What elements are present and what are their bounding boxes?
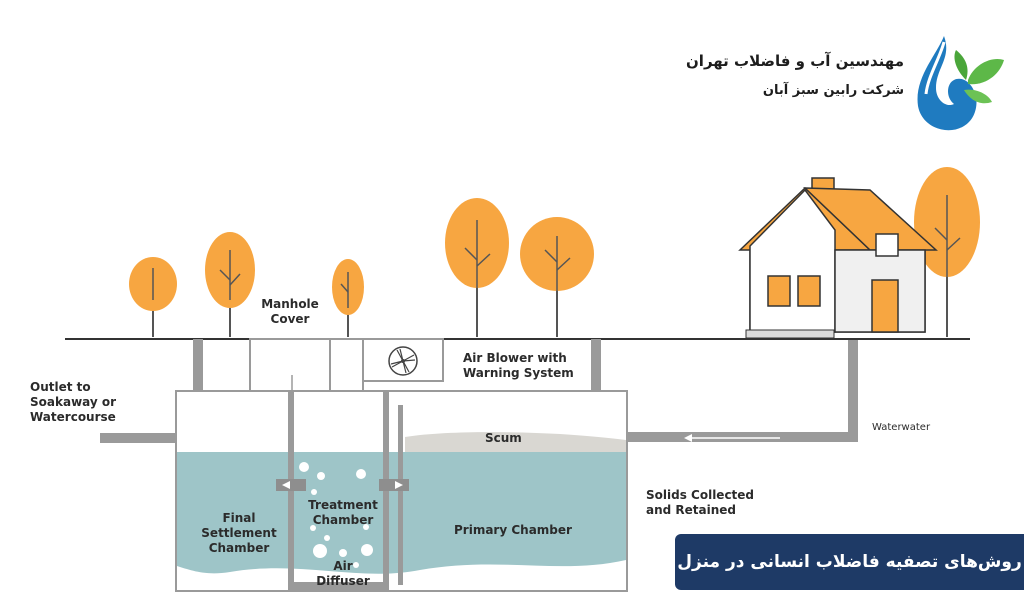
brand-subtitle: شرکت رابین سبز آبان [762,83,904,98]
outlet-label: Outlet to Soakaway or Watercourse [30,380,117,424]
tree [445,198,509,337]
manhole-cover-label: Manhole Cover [261,297,319,326]
scum-layer [405,432,626,452]
solids-label: Solids Collected and Retained [646,488,755,517]
title-banner: روش‌های تصفیه فاضلاب انسانی در منزل [675,534,1024,590]
tree [129,257,177,337]
waterwater-label: Waterwater [872,422,931,433]
scum-label: Scum [485,431,522,445]
water-drop-leaf-logo-icon [917,36,1004,131]
tree [205,232,255,337]
air-blower-fan-icon [388,346,418,376]
inlet-pipe [591,339,858,489]
air-diffuser-label: Air Diffuser [316,559,370,588]
treatment-chamber-label: Treatment Chamber [308,498,378,527]
brand-header: مهندسین آب و فاضلاب تهران شرکت رابین سبز… [686,50,904,102]
primary-chamber-label: Primary Chamber [454,523,572,537]
tree [332,259,364,337]
brand-title: مهندسین آب و فاضلاب تهران [686,52,904,70]
tree [520,217,594,337]
house [738,177,938,339]
final-settlement-label: Final Settlement Chamber [201,511,277,555]
air-blower-label: Air Blower with Warning System [463,351,574,380]
septic-tank [175,338,628,592]
